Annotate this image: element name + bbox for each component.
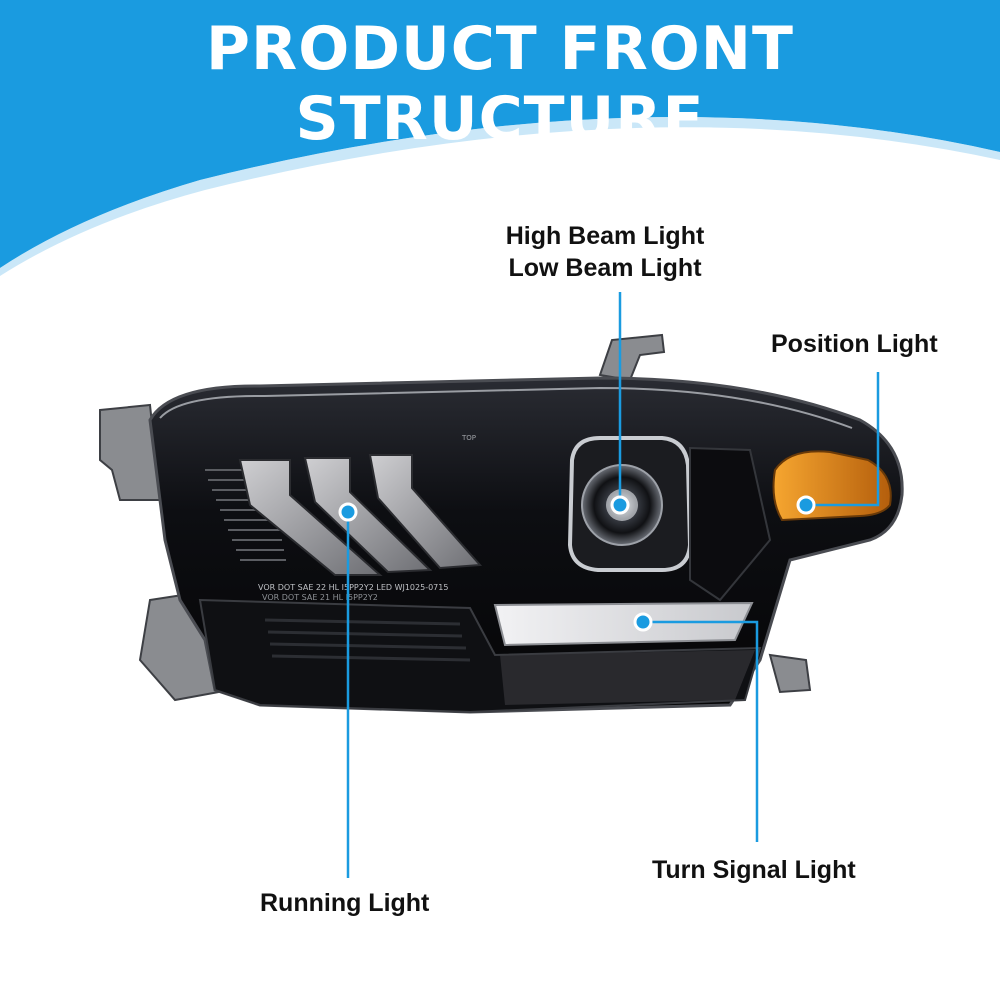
lens-marking-1: VOR DOT SAE 22 HL I5PP2Y2 LED WJ1025-071…: [258, 583, 448, 592]
clear-lower-lens: [500, 650, 755, 705]
bracket-right: [598, 333, 812, 694]
callout-markers: [338, 495, 816, 632]
page-title: PRODUCT FRONT STRUCTURE: [206, 14, 794, 154]
turn-signal-marker: [633, 612, 653, 632]
lens-marking-2: VOR DOT SAE 21 HL I5PP2Y2: [262, 593, 378, 602]
right-bezel: [689, 446, 772, 602]
high-low-beam-marker: [610, 495, 630, 515]
label-running-light: Running Light: [260, 889, 430, 917]
callout-lines: [346, 292, 880, 878]
running-light-bars: [238, 454, 483, 576]
turn-signal-strip: [493, 601, 754, 647]
running-light-marker: [338, 502, 358, 522]
banner-background: [0, 0, 1000, 268]
position-light-marker: [796, 495, 816, 515]
housing-trim: [159, 386, 853, 429]
label-high-beam: High Beam Light: [505, 222, 705, 250]
label-turn-signal: Turn Signal Light: [652, 856, 856, 884]
lower-vent-grille: [264, 618, 471, 662]
label-position-light: Position Light: [771, 330, 938, 358]
top-mark: TOP: [461, 434, 476, 442]
label-low-beam: Low Beam Light: [508, 254, 702, 282]
